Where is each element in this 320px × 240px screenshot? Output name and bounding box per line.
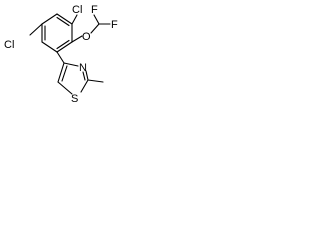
bond-c5t-s [57,81,73,95]
atom-fluorine-top: F [91,4,98,16]
bond-c4t-c5t-inner [61,65,68,82]
bond-c2t-n [85,70,89,81]
atom-fluorine-right: F [111,19,118,31]
atom-cl-top: Cl [72,4,82,16]
bond-c6-c1-inner [56,16,70,27]
thiazole-ring [57,62,89,95]
bond-c5-o [71,35,83,43]
bond-c4-c5 [56,41,73,53]
bond-c2t-n-inner [82,71,86,81]
bond-c2t-methyl [87,79,104,83]
bond-chf2-f-top [93,14,100,25]
bond-c4-c5-inner [56,39,70,50]
bond-c3-c4 [41,41,58,53]
bond-c4-thiazole [56,51,65,64]
atom-oxygen: O [82,31,91,43]
atom-sulfur: S [71,93,78,105]
molecular-structure-diagram: Cl Cl O F F S N [4,4,118,105]
benzene-ring [41,13,73,53]
bond-c1-c2 [41,13,58,25]
bond-c6-cl-top [71,14,78,25]
bond-s-c2t [80,79,89,93]
atom-nitrogen: N [79,62,87,74]
atom-cl-left: Cl [4,39,14,51]
bond-o-chf2 [90,23,100,34]
bond-c2-cl-left [29,23,43,36]
bond-c6-c1 [56,13,73,25]
bond-c4t-c5t [57,62,65,83]
bond-n-c4t [63,62,79,67]
